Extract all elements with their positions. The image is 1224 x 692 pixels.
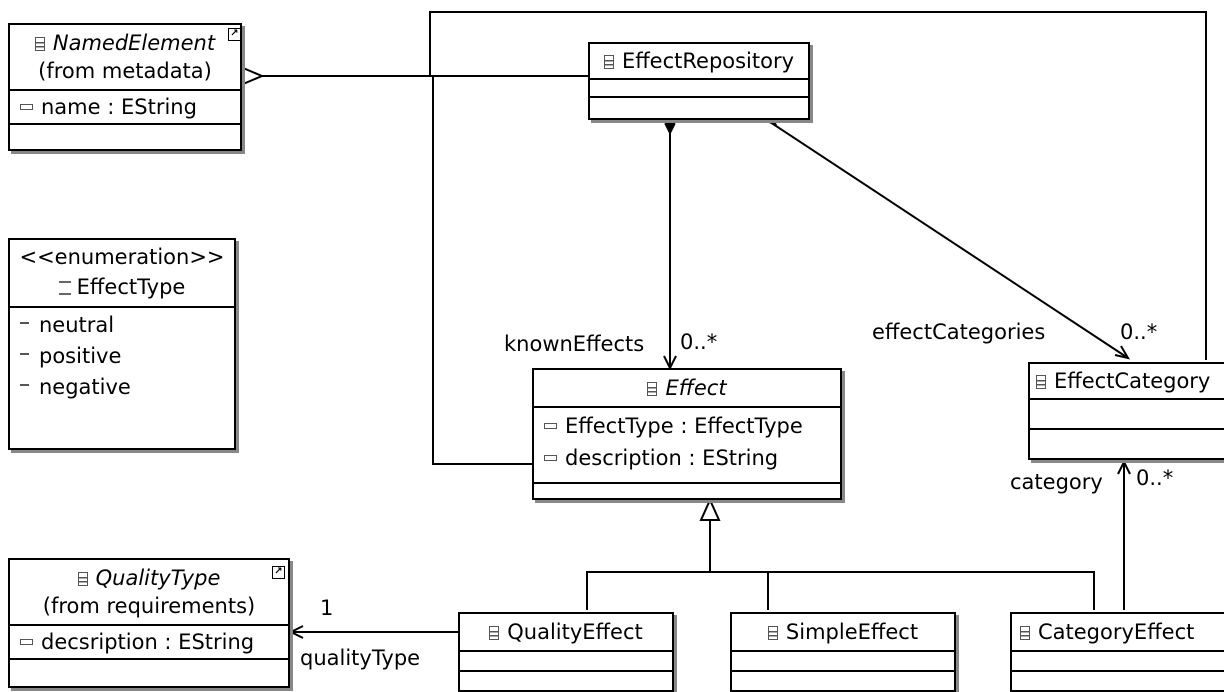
class-icon xyxy=(34,37,45,51)
operation-compartment xyxy=(534,482,840,484)
association-effect-categories xyxy=(769,121,1129,359)
class-name: CategoryEffect xyxy=(1038,620,1195,644)
attribute-compartment xyxy=(590,78,808,96)
known-effects-multiplicity: 0..* xyxy=(680,330,718,354)
class-header: QualityType xyxy=(10,560,288,596)
enum-effecttype[interactable]: <<enumeration>> EffectType neutral posit… xyxy=(8,238,236,450)
operation-compartment xyxy=(10,658,288,660)
attribute-row: description : EString xyxy=(534,442,840,474)
attribute-row: name : EString xyxy=(10,91,240,123)
class-icon xyxy=(1020,626,1030,640)
operation-compartment xyxy=(732,670,954,672)
class-header: Effect xyxy=(534,370,840,406)
effect-categories-multiplicity: 0..* xyxy=(1120,320,1158,344)
class-header: EffectRepository xyxy=(590,44,808,78)
literal-text: negative xyxy=(39,375,131,399)
attribute-compartment: decsription : EString xyxy=(10,624,288,658)
literal-icon xyxy=(20,353,29,355)
class-name: EffectCategory xyxy=(1054,369,1211,393)
class-icon xyxy=(767,626,778,640)
category-role-label: category xyxy=(1010,470,1103,494)
effect-categories-arrowhead xyxy=(1114,345,1131,360)
quality-type-multiplicity: 1 xyxy=(320,596,334,620)
attribute-text: name : EString xyxy=(41,95,197,119)
attribute-text: description : EString xyxy=(565,446,779,470)
operation-compartment xyxy=(1030,428,1224,430)
attribute-compartment xyxy=(460,650,672,670)
enum-literal: negative xyxy=(10,372,234,403)
class-origin: (from metadata) xyxy=(38,59,212,83)
attribute-compartment xyxy=(1030,398,1224,428)
class-name: SimpleEffect xyxy=(785,620,919,644)
generalization-arrowhead-effect xyxy=(699,497,721,521)
attribute-row: decsription : EString xyxy=(10,626,288,658)
class-effectcategory[interactable]: EffectCategory xyxy=(1028,362,1224,460)
attribute-icon xyxy=(20,104,33,110)
attribute-compartment xyxy=(1012,650,1224,670)
attribute-compartment xyxy=(732,650,954,670)
class-header: QualityEffect xyxy=(460,614,672,650)
class-icon xyxy=(603,55,614,69)
class-icon xyxy=(647,382,658,396)
class-icon xyxy=(1036,375,1046,389)
attribute-text: EffectType : EffectType xyxy=(565,414,803,438)
class-icon xyxy=(489,626,500,640)
operation-compartment xyxy=(460,670,672,672)
generalization-branches xyxy=(586,571,1095,610)
quality-type-role-label: qualityType xyxy=(300,646,421,670)
literal-text: positive xyxy=(39,344,122,368)
known-effects-role-label: knownEffects xyxy=(504,332,645,356)
class-namedelement[interactable]: NamedElement (from metadata) name : EStr… xyxy=(8,23,242,151)
attribute-compartment: EffectType : EffectType description : ES… xyxy=(534,406,840,482)
attribute-compartment: name : EString xyxy=(10,89,240,123)
generalization-arrowhead-namedelement xyxy=(242,66,265,86)
class-icon xyxy=(77,572,88,586)
class-effect[interactable]: Effect EffectType : EffectType descripti… xyxy=(532,368,842,500)
class-categoryeffect[interactable]: CategoryEffect xyxy=(1010,612,1224,692)
class-header: EffectCategory xyxy=(1030,364,1224,398)
category-arrowhead xyxy=(1117,459,1131,475)
class-name: QualityType xyxy=(95,566,221,590)
class-header: NamedElement xyxy=(10,25,240,61)
literal-text: neutral xyxy=(39,313,115,337)
class-header: CategoryEffect xyxy=(1012,614,1224,650)
class-origin: (from requirements) xyxy=(42,594,256,618)
enum-literal: positive xyxy=(10,341,234,372)
generalization-category-namedelement xyxy=(429,11,1207,360)
shortcut-icon: ↗ xyxy=(272,566,285,579)
attribute-icon xyxy=(20,639,33,645)
enum-header: EffectType xyxy=(10,274,234,300)
class-qualitytype[interactable]: QualityType (from requirements) decsript… xyxy=(8,558,290,688)
attribute-text: decsription : EString xyxy=(41,630,255,654)
enum-literal: neutral xyxy=(10,310,234,341)
category-multiplicity: 0..* xyxy=(1136,466,1174,490)
class-name: EffectRepository xyxy=(621,49,795,73)
class-effectrepository[interactable]: EffectRepository xyxy=(588,42,810,120)
operation-compartment xyxy=(10,123,240,125)
effect-categories-role-label: effectCategories xyxy=(872,320,1046,344)
class-header: SimpleEffect xyxy=(732,614,954,650)
class-name: Effect xyxy=(665,376,727,400)
quality-type-arrowhead xyxy=(288,625,304,639)
literal-compartment: neutral positive negative xyxy=(10,306,234,403)
enum-stereotype: <<enumeration>> xyxy=(19,245,225,269)
attribute-row: EffectType : EffectType xyxy=(534,410,840,442)
literal-icon xyxy=(20,322,29,324)
attribute-icon xyxy=(544,455,557,461)
literal-icon xyxy=(20,384,29,386)
class-name: QualityEffect xyxy=(507,620,643,644)
enum-name: EffectType xyxy=(76,275,186,299)
generalization-effect-namedelement xyxy=(432,76,533,465)
class-name: NamedElement xyxy=(52,31,216,55)
enum-icon xyxy=(58,281,71,295)
operation-compartment xyxy=(590,96,808,98)
operation-compartment xyxy=(1012,670,1224,672)
shortcut-icon: ↗ xyxy=(228,28,241,41)
class-qualityeffect[interactable]: QualityEffect xyxy=(458,612,674,692)
class-simpleeffect[interactable]: SimpleEffect xyxy=(730,612,956,692)
attribute-icon xyxy=(544,423,557,429)
